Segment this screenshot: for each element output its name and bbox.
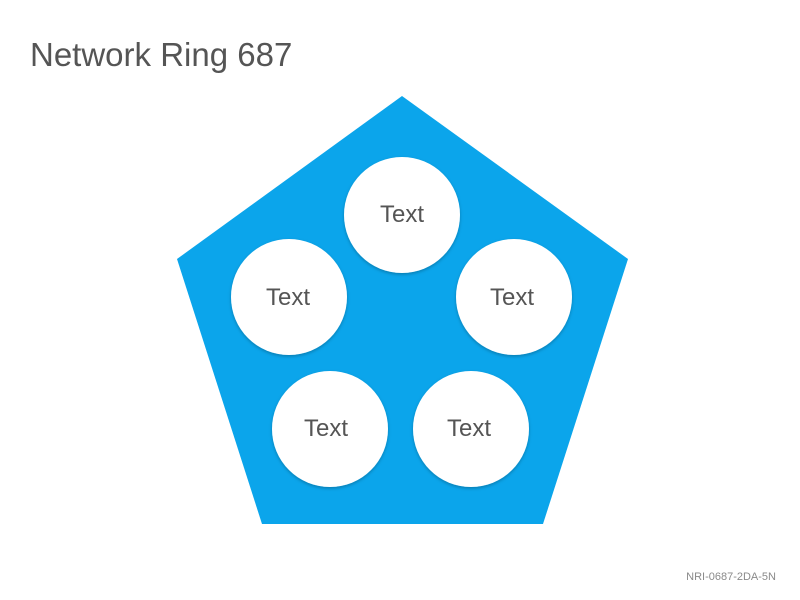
node-label: Text bbox=[304, 415, 348, 442]
footer-code: NRI-0687-2DA-5N bbox=[686, 571, 776, 583]
ring-node-bottom-left: Text bbox=[272, 371, 388, 487]
ring-node-bottom-right: Text bbox=[413, 371, 529, 487]
node-circle bbox=[272, 371, 388, 487]
ring-node-right: Text bbox=[456, 239, 572, 355]
node-circle bbox=[413, 371, 529, 487]
ring-node-left: Text bbox=[231, 239, 347, 355]
node-label: Text bbox=[266, 284, 310, 311]
node-label: Text bbox=[447, 415, 491, 442]
node-label: Text bbox=[380, 201, 424, 228]
node-circle bbox=[231, 239, 347, 355]
node-circle bbox=[344, 157, 460, 273]
node-label: Text bbox=[490, 284, 534, 311]
ring-node-top: Text bbox=[344, 157, 460, 273]
slide-title: Network Ring 687 bbox=[30, 36, 293, 73]
node-circle bbox=[456, 239, 572, 355]
